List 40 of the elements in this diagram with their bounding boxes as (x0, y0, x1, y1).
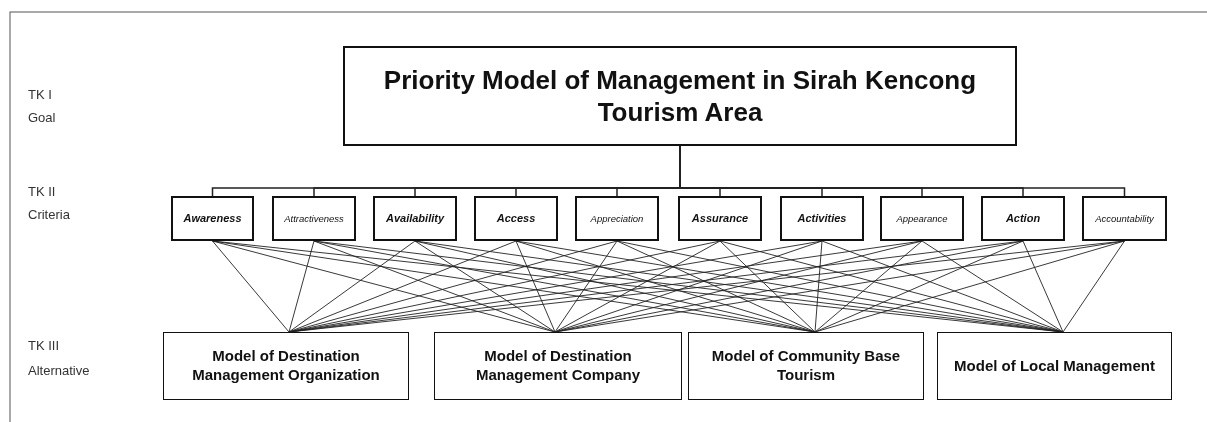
criterion-box: Appreciation (575, 196, 659, 241)
connector-line (821, 240, 1064, 333)
level-label: Criteria (28, 207, 70, 222)
criterion-box: Attractiveness (272, 196, 356, 241)
level-label: TK III (28, 338, 60, 353)
connector-line (554, 240, 721, 333)
alternative-box: Model of Local Management (937, 332, 1172, 400)
criterion-box: Availability (373, 196, 457, 241)
criterion-box: Accountability (1082, 196, 1167, 241)
alternative-box: Model of Community Base Tourism (688, 332, 924, 400)
connector-line (288, 240, 315, 333)
level-label: Goal (28, 110, 56, 125)
connector-line (719, 240, 816, 333)
connector-line (921, 240, 1064, 333)
alternative-box: Model of Destination Management Organization (163, 332, 409, 400)
level-label: TK II (28, 184, 56, 199)
connector-line (288, 240, 517, 333)
connector-line (616, 240, 816, 333)
criterion-box: Action (981, 196, 1065, 241)
criterion-box: Activities (780, 196, 864, 241)
criterion-box: Assurance (678, 196, 762, 241)
connector-line (414, 240, 556, 333)
connector-line (212, 240, 290, 333)
criterion-box: Appearance (880, 196, 964, 241)
connector-line (814, 240, 823, 333)
connector-line (814, 240, 1125, 333)
goal-box: Priority Model of Management in Sirah Kencong Tourism Area (343, 46, 1017, 146)
criterion-box: Awareness (171, 196, 254, 241)
level-label: TK I (28, 87, 52, 102)
connector-line (1022, 240, 1064, 333)
alternative-box: Model of Destination Management Company (434, 332, 682, 400)
connector-line (288, 240, 416, 333)
connector-line (814, 240, 923, 333)
connector-line (313, 240, 556, 333)
connector-line (1062, 240, 1125, 333)
connector-line (814, 240, 1024, 333)
connector-line (515, 240, 556, 333)
criterion-box: Access (474, 196, 558, 241)
connector-line (554, 240, 618, 333)
level-label: Alternative (28, 363, 90, 378)
